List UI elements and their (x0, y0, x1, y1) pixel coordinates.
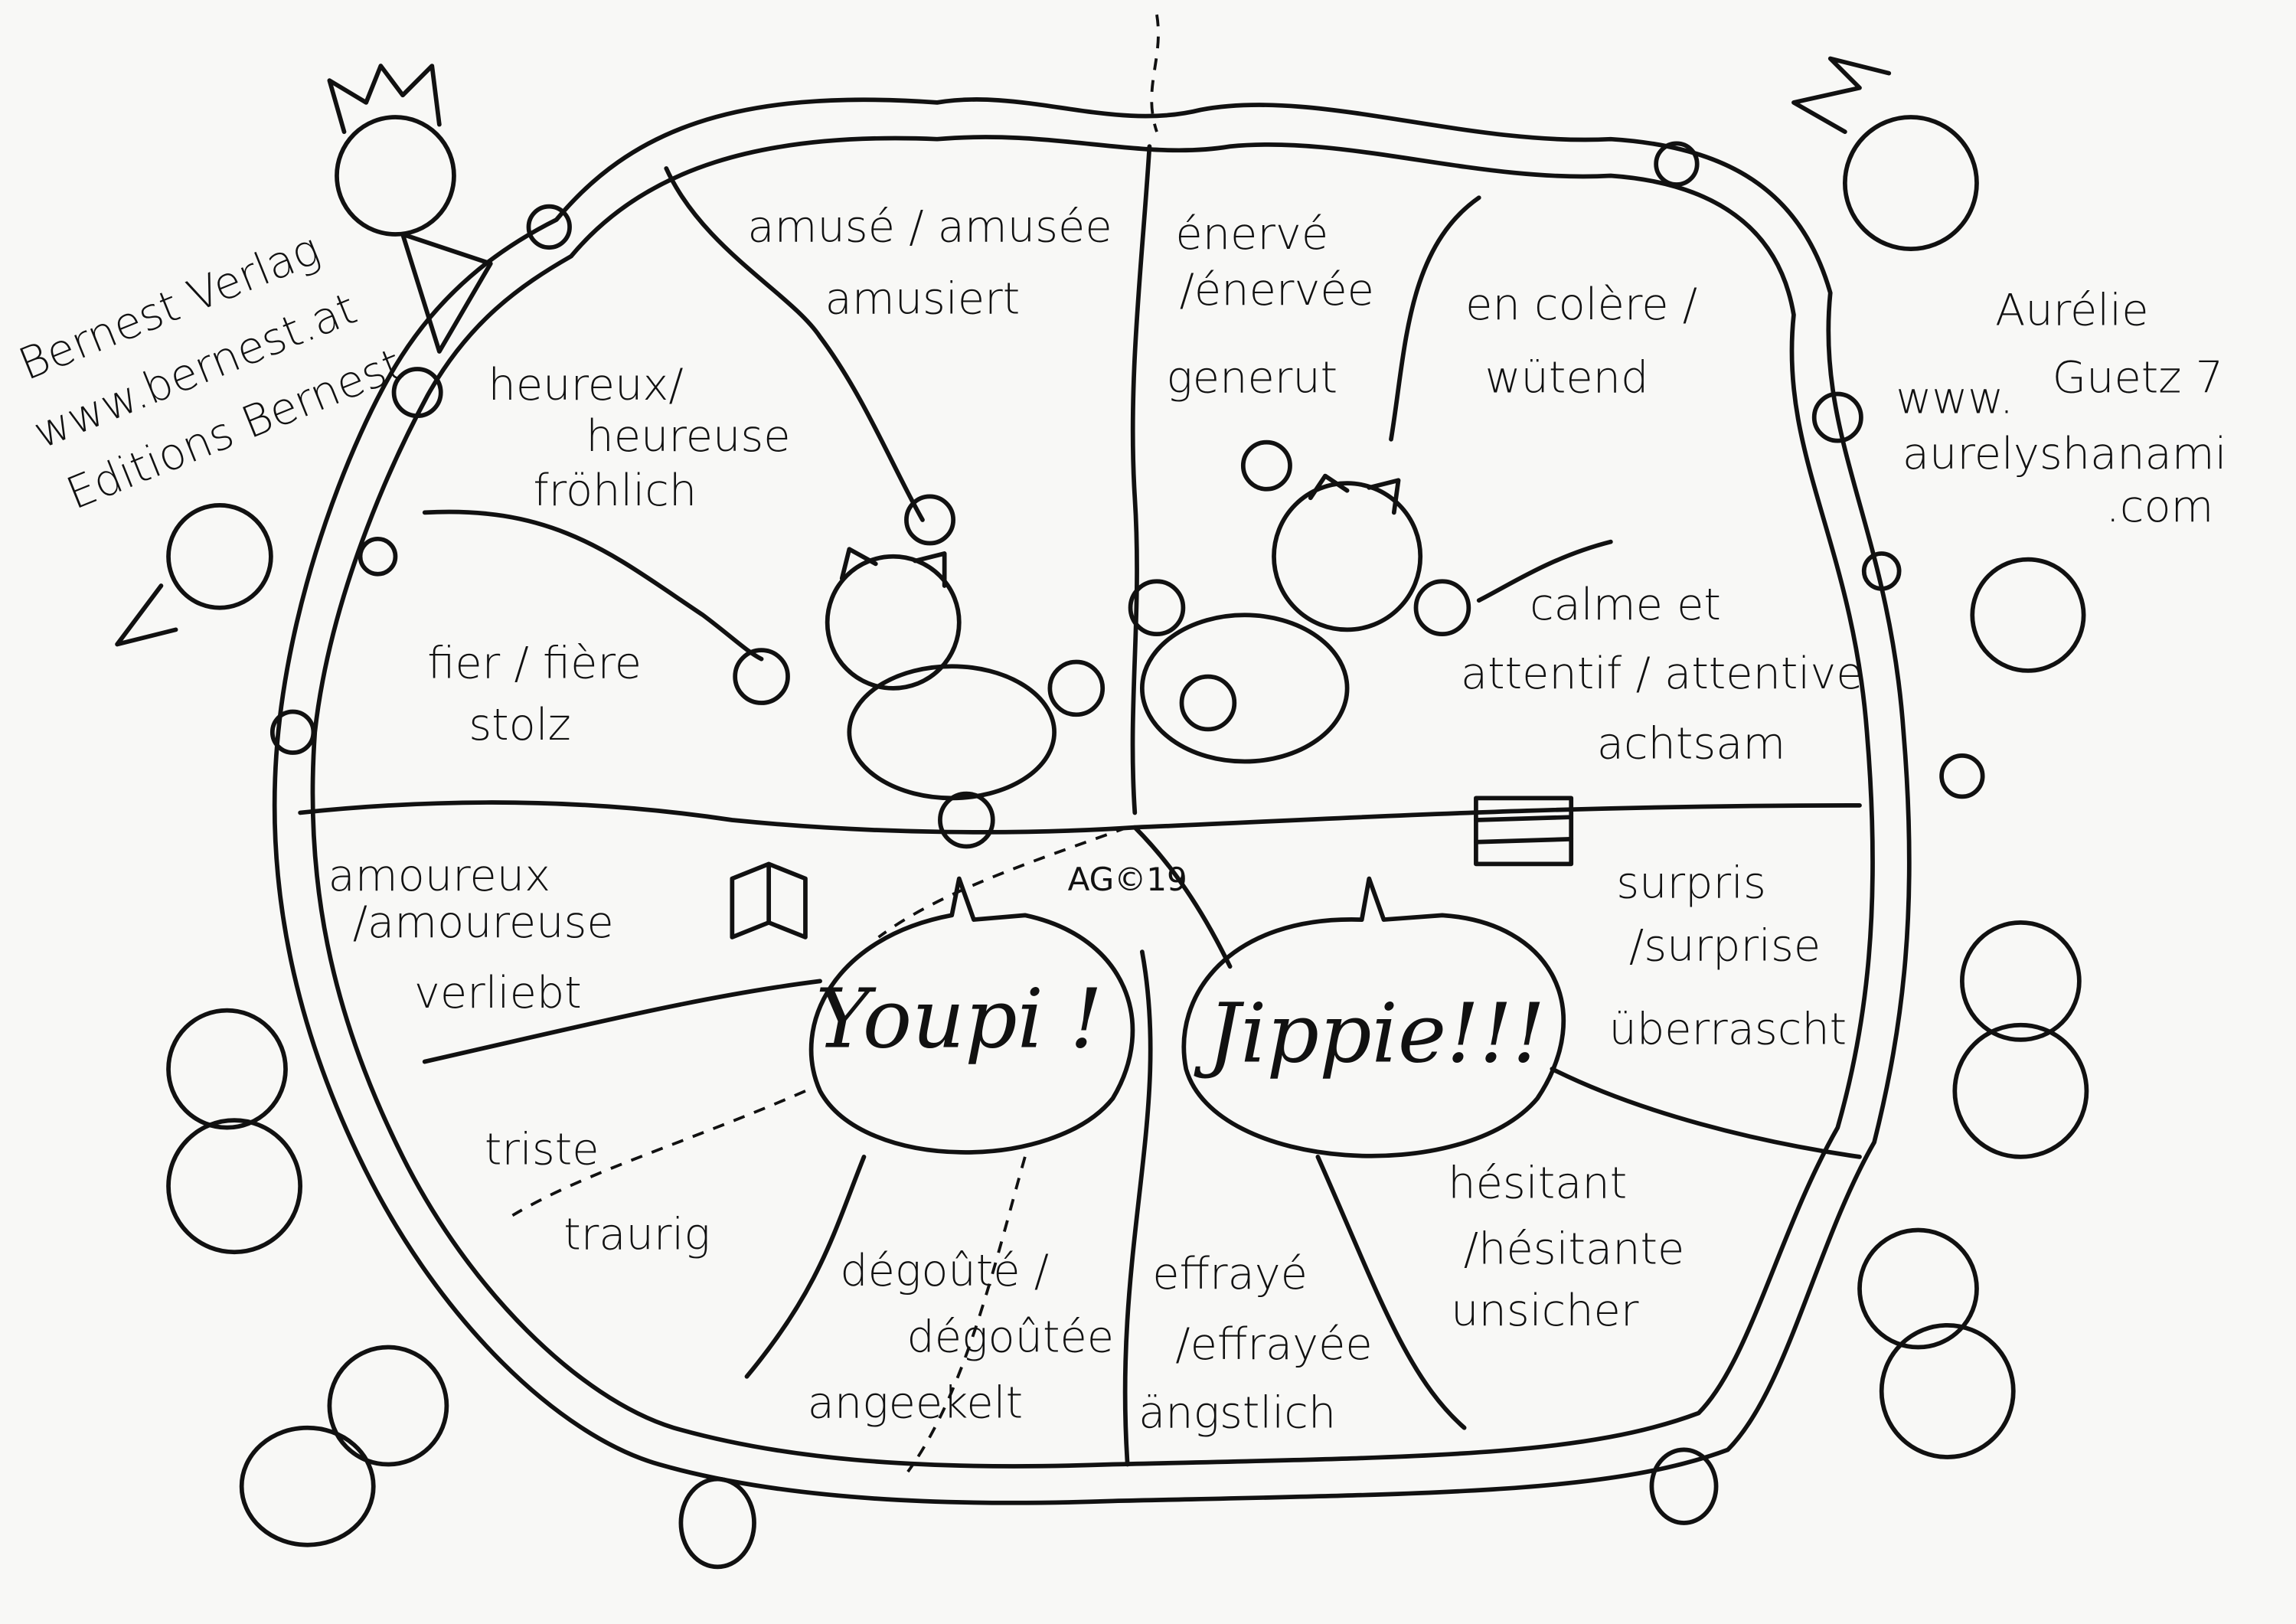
label-amoureux-fr2: /amoureuse (353, 897, 614, 948)
label-surpris-de: überrascht (1609, 1004, 1847, 1055)
bubble-text-jippie: Jippie!!! (1194, 987, 1545, 1082)
label-fier-de: stolz (469, 699, 571, 750)
author-web-suffix: .com (2106, 481, 2214, 532)
cat-illustrations (166, 439, 2089, 1570)
label-heureux-fr2: heureuse (586, 410, 790, 462)
label-amuse-de: amusiert (825, 273, 1021, 324)
label-effraye-fr2: /effrayée (1175, 1318, 1372, 1370)
label-surpris-fr1: surpris (1616, 857, 1766, 908)
publisher-credit: Bernest Verlag www.bernest.at Editions B… (11, 224, 409, 520)
outer-road-inner (310, 135, 1875, 1469)
label-triste-de: traurig (563, 1208, 710, 1260)
label-effraye-de: ängstlich (1138, 1387, 1336, 1439)
label-colere-de: wütend (1485, 352, 1649, 404)
author-web-domain: aurelyshanami (1902, 428, 2227, 479)
label-calme-fr2: attentif / attentive (1461, 648, 1863, 699)
label-heureux-fr1: heureux/ (488, 359, 683, 410)
label-fier-fr: fier / fière (427, 638, 642, 689)
label-colere-fr: en colère / (1465, 279, 1697, 330)
label-degoute-fr1: dégoûté / (840, 1245, 1049, 1296)
author-web-prefix: www. (1896, 372, 2013, 423)
flag-icon (1474, 796, 1574, 867)
label-hesitant-de: unsicher (1451, 1285, 1639, 1336)
label-hesitant-fr1: hésitant (1448, 1157, 1627, 1208)
speech-bubble-youpi (808, 876, 1135, 1155)
bubble-text-youpi: Youpi ! (815, 972, 1102, 1067)
label-enerve-fr2: /énervée (1180, 264, 1374, 315)
label-heureux-de: fröhlich (533, 465, 697, 516)
outer-road-outer (272, 97, 1912, 1505)
label-amoureux-de: verliebt (414, 967, 582, 1018)
label-calme-de: achtsam (1597, 718, 1785, 770)
label-triste-fr: triste (485, 1123, 599, 1175)
book-icon (730, 861, 808, 939)
author-surname: Guetz 7 (2053, 352, 2223, 404)
label-surpris-fr2: /surprise (1629, 920, 1821, 972)
emotion-labels: amusé / amusée amusiert énervé /énervée … (328, 201, 1863, 1439)
label-hesitant-fr2: /hésitante (1464, 1224, 1685, 1275)
child-illustrations (115, 56, 2086, 799)
label-degoute-de: angeekelt (808, 1377, 1023, 1428)
label-enerve-de: generut (1166, 352, 1337, 404)
label-degoute-fr2: dégoûtée (906, 1311, 1114, 1362)
speech-bubble-jippie (1181, 876, 1566, 1158)
label-effraye-fr1: effrayé (1152, 1248, 1308, 1299)
label-amoureux-fr1: amoureux (328, 850, 550, 901)
signature: AG©19 (1068, 861, 1187, 898)
label-enerve-fr1: énervé (1175, 208, 1328, 260)
label-amuse-fr: amusé / amusée (747, 201, 1112, 253)
label-calme-fr1: calme et (1530, 579, 1721, 630)
region-dividers (298, 144, 1862, 1473)
author-name: Aurélie (1995, 285, 2148, 336)
